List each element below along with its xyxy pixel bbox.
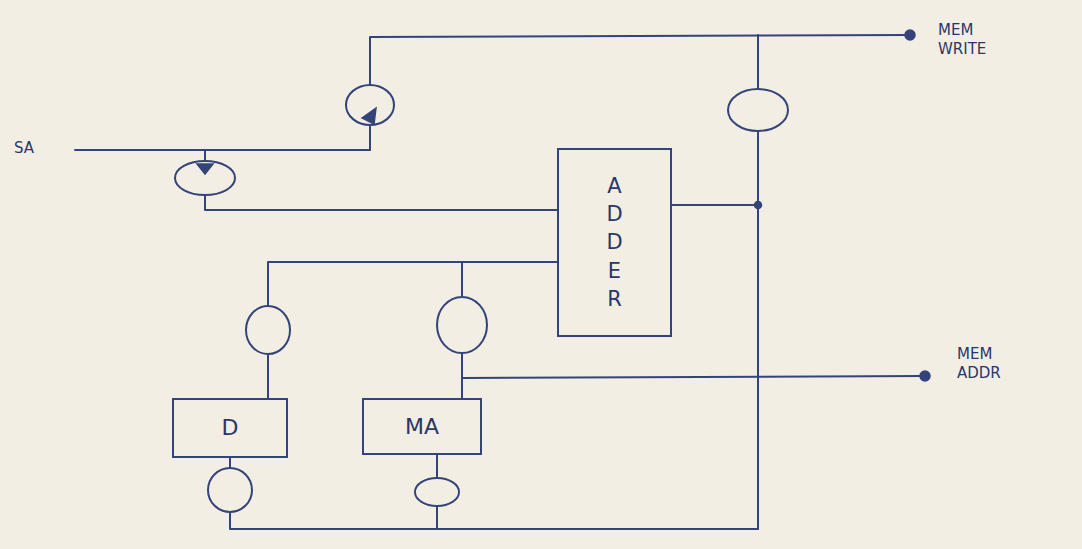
box-label: MA [405, 414, 439, 439]
gate-symbol [208, 468, 252, 512]
sa-to-adder-wire [205, 150, 557, 210]
signal-name: MEM WRITE [936, 20, 988, 60]
bus-connector [230, 205, 758, 529]
gate-symbol [415, 478, 459, 506]
signal-name: MEM ADDR [955, 344, 1003, 384]
bus-connector [437, 205, 758, 529]
sa-wire [75, 149, 370, 151]
signal-name: SA [12, 138, 36, 159]
gate-symbol [246, 306, 290, 354]
gate-symbol [346, 85, 394, 125]
terminal-dot [920, 371, 930, 381]
junction-dot [755, 202, 762, 209]
mem-addr-wire [462, 376, 923, 378]
gate-triangle [197, 164, 213, 174]
gate-symbol [728, 89, 788, 131]
box-label: D [222, 415, 239, 440]
terminal-dot [905, 30, 915, 40]
mem-write-wire [370, 35, 908, 150]
gate-symbol [175, 161, 235, 195]
register-box: MA [362, 398, 482, 455]
adder-box: ADDER [557, 148, 672, 337]
register-box: D [172, 398, 288, 458]
box-label: ADDER [604, 172, 625, 314]
gate-symbol [437, 297, 487, 353]
gate-triangle [362, 108, 376, 124]
